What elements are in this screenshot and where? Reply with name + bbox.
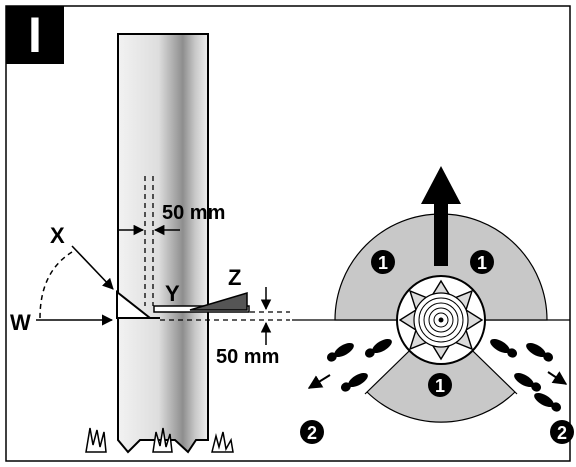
zone-badge-right: 1 [470, 250, 494, 274]
svg-text:1: 1 [435, 376, 445, 396]
arrow-up-icon [421, 166, 461, 266]
dimension-top-label: 50 mm [162, 202, 225, 224]
panel-badge: I [6, 6, 64, 64]
label-z: Z [228, 265, 241, 290]
label-w: W [10, 310, 114, 335]
tree-rings-icon [396, 275, 486, 365]
svg-text:1: 1 [378, 253, 388, 273]
grass-icon [85, 427, 234, 453]
dimension-bottom-label: 50 mm [216, 346, 279, 368]
dimension-top: 50 mm [118, 176, 225, 306]
danger-zone-back [367, 320, 515, 423]
svg-text:2: 2 [557, 423, 567, 443]
label-y: Y [165, 281, 180, 306]
panel-letter: I [28, 7, 42, 63]
label-x-text: X [50, 223, 65, 248]
felling-wedge [189, 291, 248, 311]
footprints-icon-right [487, 336, 568, 414]
svg-text:2: 2 [307, 423, 317, 443]
angle-arc [39, 251, 73, 319]
label-w-text: W [10, 310, 31, 335]
zone-badge-retreat-left: 2 [300, 420, 324, 444]
zone-badge-left: 1 [371, 250, 395, 274]
label-x: X [39, 223, 114, 319]
tree-trunk [117, 33, 209, 454]
footprints-icon-left [307, 336, 395, 394]
felling-notch [116, 289, 160, 319]
dimension-bottom: 50 mm [160, 287, 290, 368]
top-view: 1 1 1 2 2 [292, 166, 574, 444]
panel-frame [5, 5, 571, 462]
zone-badge-retreat-right: 2 [550, 420, 574, 444]
zone-badge-back: 1 [428, 373, 452, 397]
svg-text:1: 1 [477, 253, 487, 273]
